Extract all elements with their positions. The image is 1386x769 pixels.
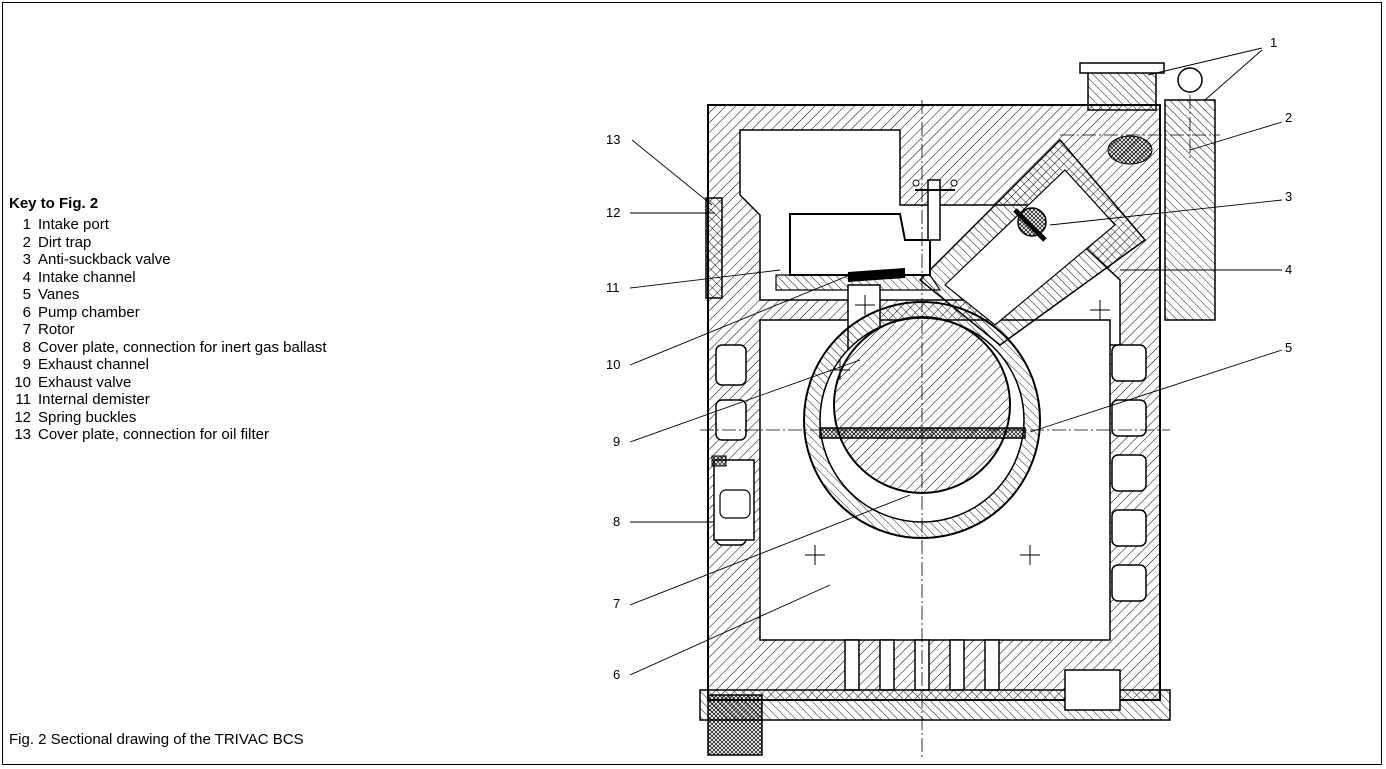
oil-filter-cover-plate [705, 197, 723, 299]
key-label: Vanes [38, 286, 80, 303]
callout-2: 2 [1285, 110, 1292, 125]
key-label: Cover plate, connection for oil filter [38, 426, 269, 443]
vanes [819, 427, 1026, 439]
key-label: Cover plate, connection for inert gas ba… [38, 338, 327, 356]
key-number: 11 [15, 391, 31, 408]
key-item: 1 Intake port [9, 216, 327, 234]
key-item: 8 Cover plate, connection for inert gas b… [9, 339, 327, 357]
figure-caption: Fig. 2 Sectional drawing of the TRIVAC B… [9, 731, 304, 748]
key-item: 13 Cover plate, connection for oil filter [9, 426, 327, 444]
key-item: 6 Pump chamber [9, 304, 327, 322]
callout-6: 6 [613, 667, 620, 682]
anti-suckback-valve [1013, 207, 1047, 242]
key-label: Spring buckles [38, 408, 137, 426]
key-number: 13 [14, 426, 31, 443]
leader-lines [629, 47, 1283, 676]
callout-labels: 1 2 3 4 5 6 7 8 9 10 11 12 13 [606, 35, 1292, 682]
key-item: 9 Exhaust channel [9, 356, 327, 374]
centre-lines [700, 95, 1220, 760]
key-item: 3 Anti-suckback valve [9, 251, 327, 269]
key-item: 5 Vanes [9, 286, 327, 304]
key-item: 7 Rotor [9, 321, 327, 339]
callout-12: 12 [606, 205, 620, 220]
callout-9: 9 [613, 434, 620, 449]
callout-8: 8 [613, 514, 620, 529]
callout-7: 7 [613, 596, 620, 611]
key-item: 4 Intake channel [9, 269, 327, 287]
exhaust-valve [848, 268, 905, 282]
key-number: 4 [22, 268, 31, 286]
key-label: Exhaust valve [38, 373, 132, 391]
key-number: 7 [22, 321, 31, 338]
key-label: Dirt trap [38, 233, 92, 251]
key-number: 3 [22, 251, 31, 268]
key-number: 6 [22, 303, 31, 321]
callout-11: 11 [606, 280, 620, 295]
callout-3: 3 [1285, 189, 1292, 204]
callout-4: 4 [1285, 262, 1292, 277]
callout-5: 5 [1285, 340, 1292, 355]
key-title: Key to Fig. 2 [9, 195, 99, 212]
key-item: 10 Exhaust valve [9, 374, 327, 392]
spring-buckles [912, 179, 958, 241]
key-number: 1 [22, 216, 31, 233]
key-item: 11 Internal demister [9, 391, 327, 409]
pump-feet [699, 669, 1171, 756]
base-fins [844, 639, 1000, 691]
key-label: Intake port [38, 216, 109, 233]
pump-sectional-drawing: 1 2 3 4 5 6 7 8 9 10 11 12 13 [606, 35, 1292, 760]
key-number: 5 [22, 286, 31, 303]
gas-ballast-cover-plate [711, 455, 755, 541]
key-number: 2 [22, 233, 31, 251]
key-number: 10 [14, 373, 31, 391]
key-number: 8 [22, 338, 31, 356]
key-label: Anti-suckback valve [38, 251, 171, 268]
callout-1: 1 [1270, 35, 1277, 50]
key-label: Exhaust channel [38, 356, 149, 373]
callout-13: 13 [606, 132, 620, 147]
dirt-trap [1107, 135, 1153, 165]
key-number: 9 [22, 356, 31, 373]
key-item: 12 Spring buckles [9, 409, 327, 427]
key-label: Intake channel [38, 268, 136, 286]
key-label: Pump chamber [38, 303, 140, 321]
key-item: 2 Dirt trap [9, 234, 327, 252]
key-label: Rotor [38, 321, 75, 338]
bolt-markers [805, 295, 1110, 565]
callout-10: 10 [606, 357, 620, 372]
key-number: 12 [14, 408, 31, 426]
key-label: Internal demister [38, 391, 150, 408]
